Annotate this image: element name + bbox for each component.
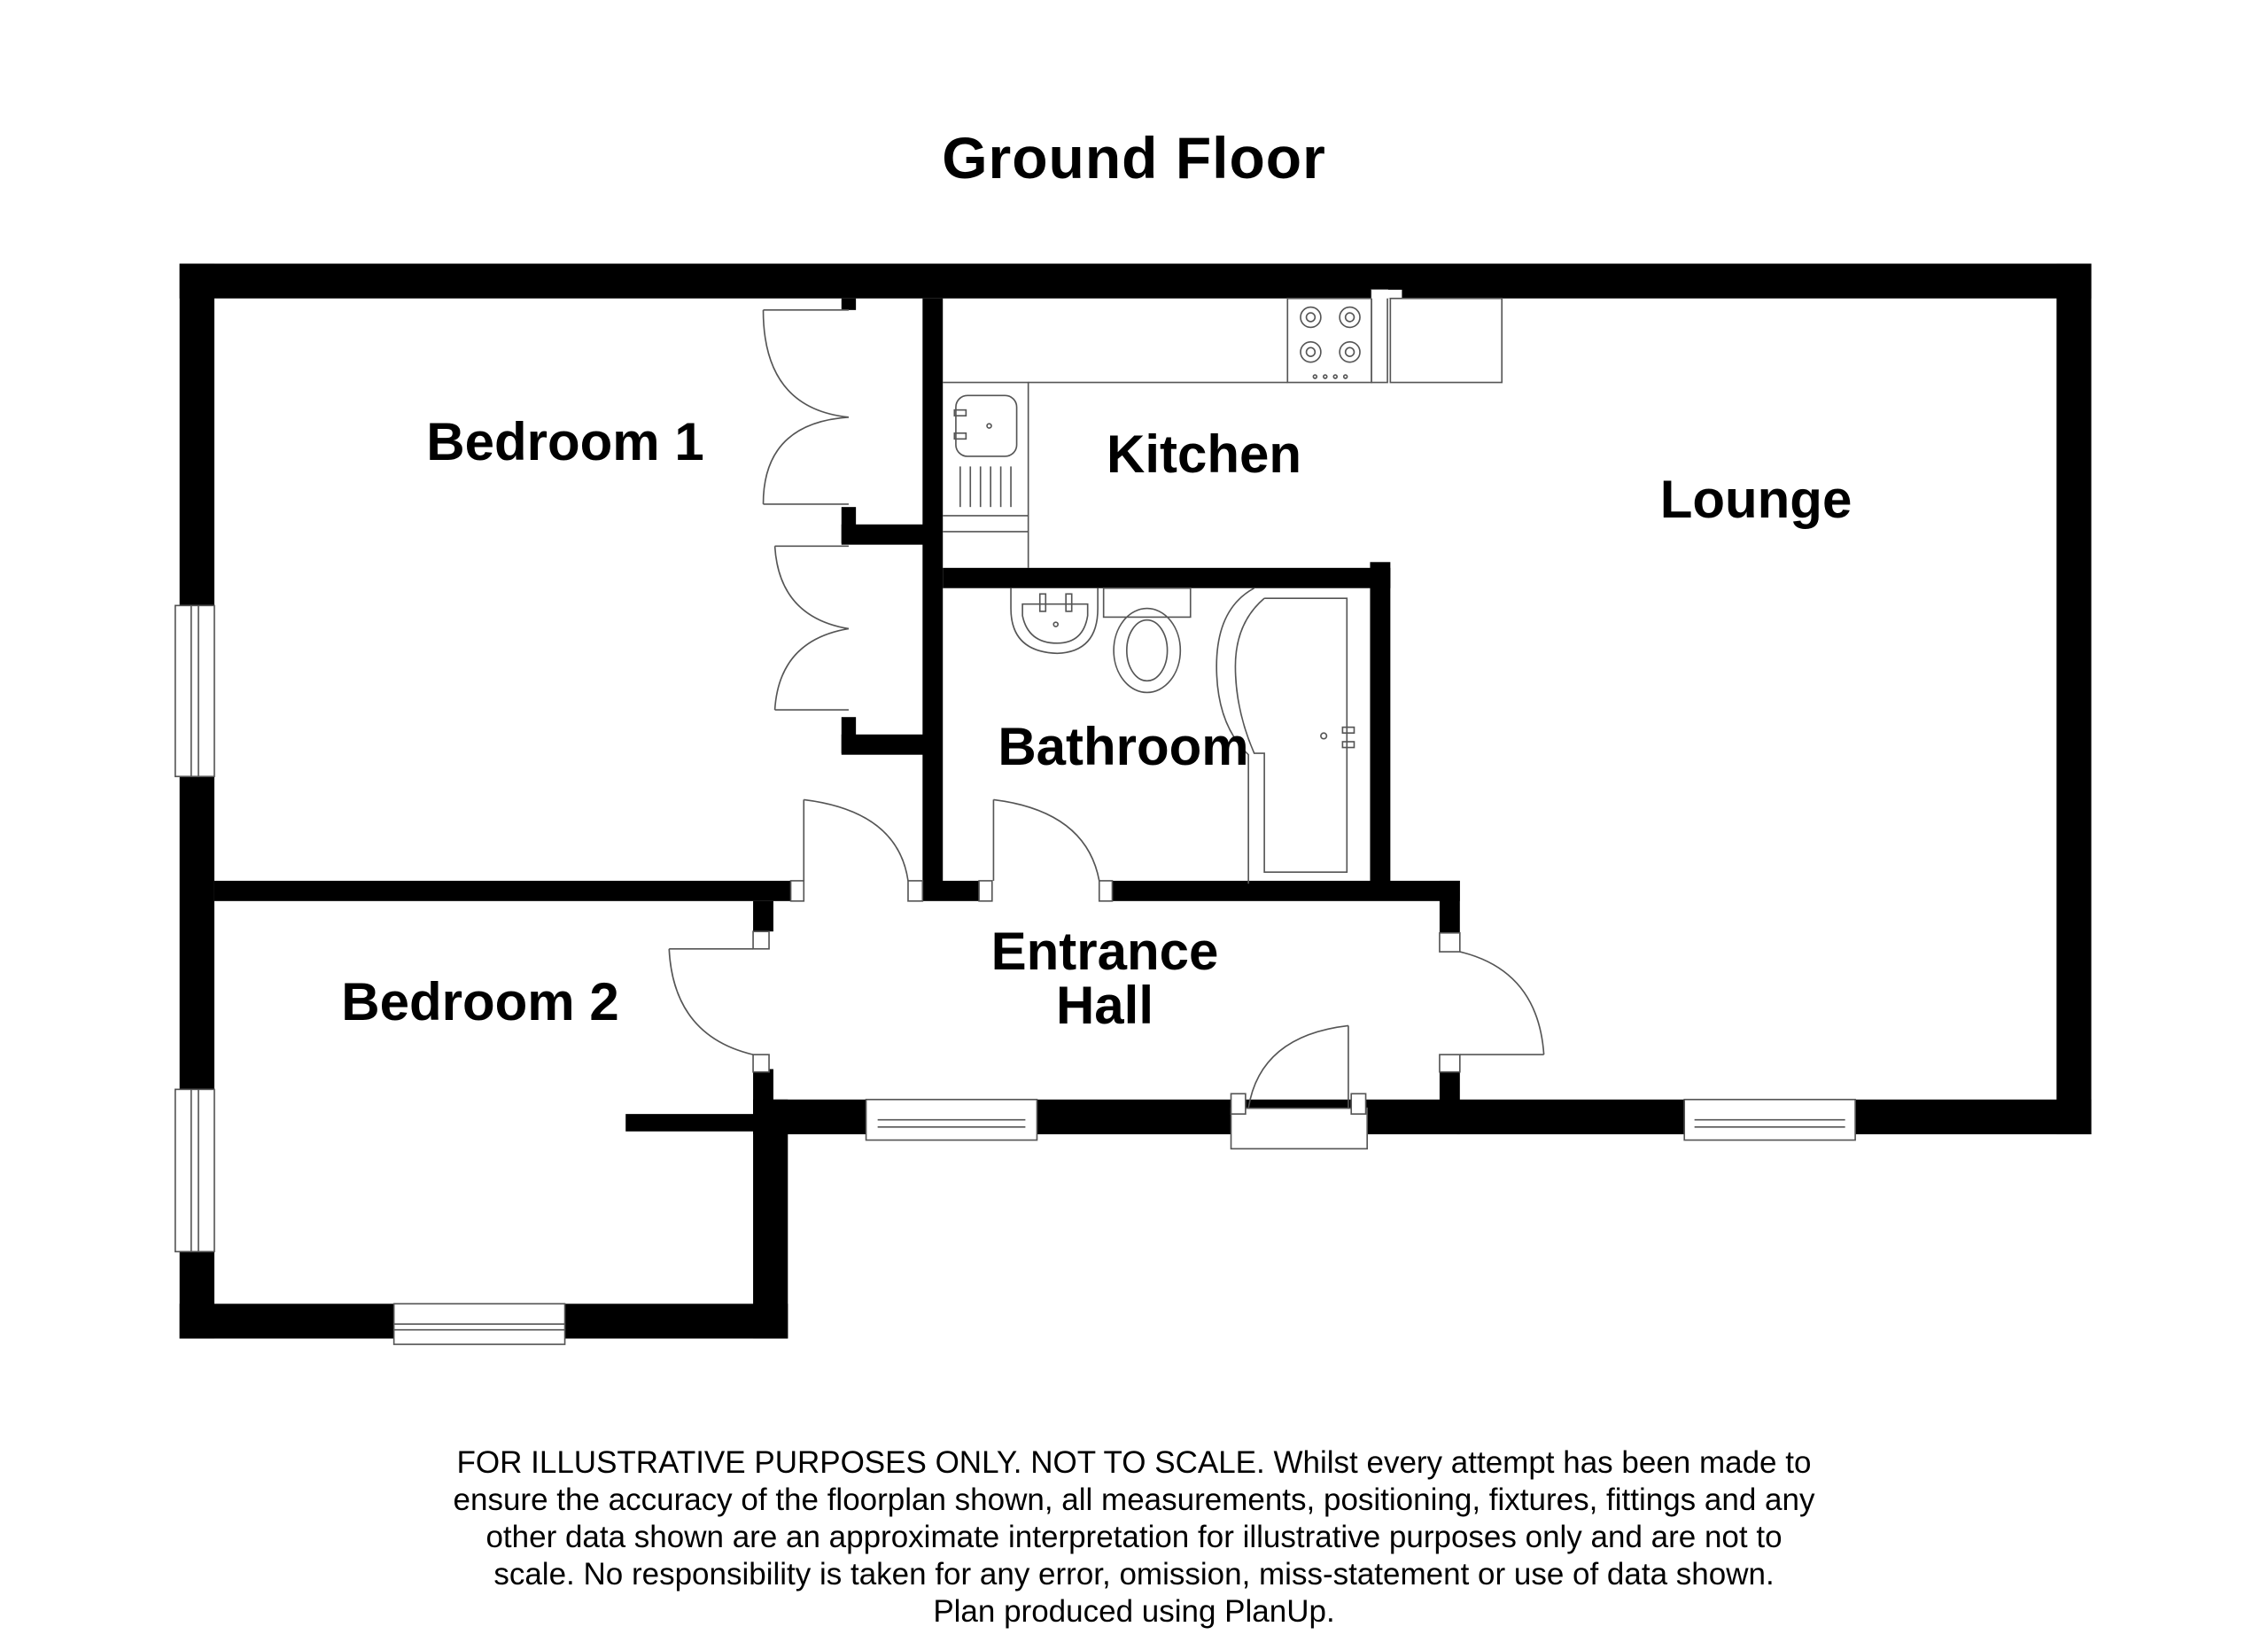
- appliance-unit: [1389, 297, 1503, 384]
- toilet-bowl: [1113, 607, 1182, 694]
- doors: [668, 309, 1545, 1150]
- room-label-bedroom-1: Bedroom 1: [426, 412, 704, 471]
- room-label-bathroom: Bathroom: [998, 717, 1249, 776]
- room-label-lounge: Lounge: [1659, 470, 1852, 529]
- toilet-cistern: [1102, 587, 1192, 619]
- room-label-entrance-hall-line2: Hall: [1055, 976, 1154, 1035]
- page-title: Ground Floor: [942, 125, 1326, 191]
- disclaimer-line: Plan produced using PlanUp.: [933, 1594, 1335, 1629]
- window-bedroom-1: [174, 604, 215, 778]
- hob: [1286, 297, 1372, 384]
- disclaimer-line: ensure the accuracy of the floorplan sho…: [453, 1483, 1815, 1517]
- disclaimer: FOR ILLUSTRATIVE PURPOSES ONLY. NOT TO S…: [0, 1444, 2268, 1631]
- room-label-bedroom-2: Bedroom 2: [341, 972, 619, 1031]
- window-bedroom-2-side: [174, 1088, 215, 1253]
- room-label-kitchen: Kitchen: [1106, 424, 1302, 484]
- bathroom-fittings: [1010, 587, 1355, 884]
- kitchen-fittings: [943, 289, 1503, 568]
- disclaimer-line: FOR ILLUSTRATIVE PURPOSES ONLY. NOT TO S…: [456, 1445, 1812, 1480]
- basin: [1010, 588, 1099, 655]
- disclaimer-line: scale. No responsibility is taken for an…: [493, 1557, 1775, 1592]
- windows: [174, 604, 1856, 1345]
- room-label-entrance-hall-line1: Entrance: [990, 922, 1219, 981]
- bath: [1216, 587, 1255, 884]
- sink: [955, 394, 1018, 457]
- disclaimer-line: other data shown are an approximate inte…: [485, 1520, 1783, 1554]
